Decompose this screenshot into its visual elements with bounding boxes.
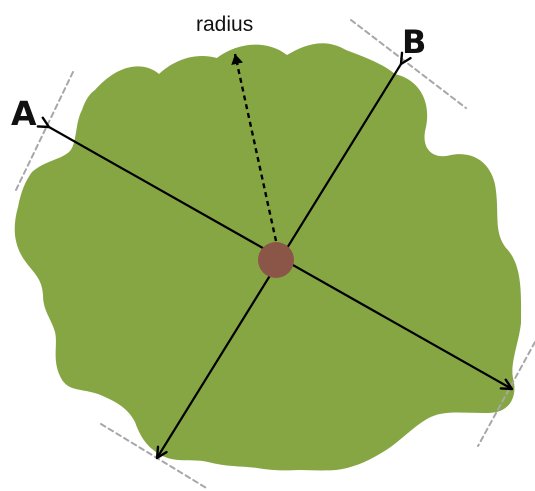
trunk-center-marker [258,242,294,278]
diameter-label-b: B [402,23,427,61]
radius-label: radius [196,13,254,36]
guide-line-lower-left [100,423,209,490]
guide-line-lower-right [477,341,535,447]
diameter-label-a: A [11,94,37,133]
radius-arrow [231,53,278,242]
